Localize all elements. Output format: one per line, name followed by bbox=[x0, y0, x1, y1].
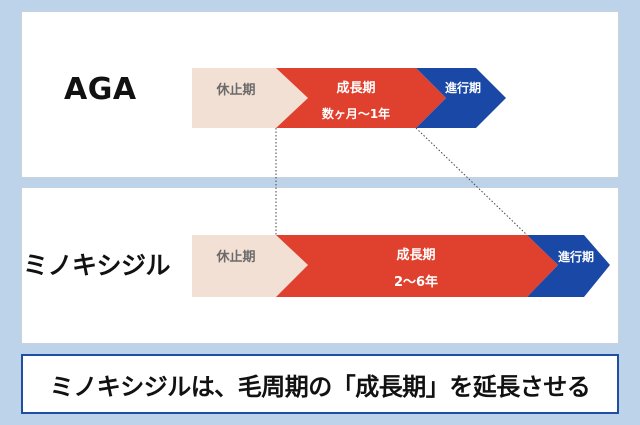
summary-caption-box: ミノキシジルは、毛周期の「成長期」を延長させる bbox=[21, 354, 619, 414]
minoxidil-row-label: ミノキシジル bbox=[23, 251, 171, 280]
aga-rest-phase-label: 休止期 bbox=[215, 82, 255, 98]
minoxidil-progress-phase-bar bbox=[527, 235, 610, 297]
aga-row-label: AGA bbox=[64, 72, 137, 107]
aga-growth-duration-label: 数ヶ月〜1年 bbox=[322, 106, 390, 121]
minoxidil-rest-phase-bar bbox=[192, 235, 308, 297]
minoxidil-progress-phase-label: 進行期 bbox=[558, 249, 594, 264]
aga-growth-phase-bar bbox=[276, 68, 446, 128]
minoxidil-rest-phase-label: 休止期 bbox=[215, 249, 255, 265]
minoxidil-growth-duration-label: 2〜6年 bbox=[394, 274, 438, 290]
aga-rest-phase-bar bbox=[192, 68, 308, 128]
growth-end-guide-line bbox=[415, 127, 528, 236]
minoxidil-growth-phase-bar bbox=[276, 235, 558, 297]
minoxidil-growth-phase-label: 成長期 bbox=[396, 247, 435, 263]
aga-progress-phase-label: 進行期 bbox=[445, 80, 481, 95]
summary-caption: ミノキシジルは、毛周期の「成長期」を延長させる bbox=[49, 372, 591, 401]
aga-growth-phase-label: 成長期 bbox=[336, 80, 375, 96]
aga-progress-phase-bar bbox=[416, 68, 506, 128]
